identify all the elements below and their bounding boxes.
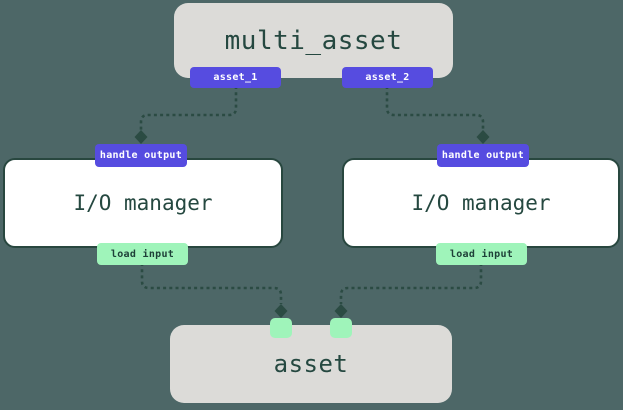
handle-output-badge-left-label: handle output: [99, 150, 183, 161]
edge-load-input-left-to-asset-port-left: [140, 263, 283, 304]
edge-load-input-right-to-asset-port-right: [339, 263, 483, 304]
node-io-manager-right-label: I/O manager: [411, 191, 551, 215]
arrowhead-diamond-left-bottom: [274, 304, 288, 318]
load-input-badge-right: load input: [436, 243, 527, 265]
load-input-badge-left: load input: [97, 243, 188, 265]
output-badge-asset-2: asset_2: [342, 67, 433, 88]
arrowhead-diamond-left-top: [134, 130, 148, 144]
output-badge-asset-2-label: asset_2: [365, 72, 410, 83]
load-input-badge-right-label: load input: [449, 248, 514, 260]
node-io-manager-right: I/O manager: [342, 158, 620, 248]
edge-asset1-to-handle-output-left: [139, 86, 238, 131]
load-input-badge-left-label: load input: [110, 248, 175, 260]
node-io-manager-left: I/O manager: [3, 158, 283, 248]
node-multi-asset-label: multi_asset: [224, 25, 403, 56]
arrowhead-diamond-right-top: [476, 130, 490, 144]
asset-input-port-right: [330, 318, 352, 338]
asset-input-port-left: [270, 318, 292, 338]
node-asset-label: asset: [273, 350, 349, 378]
arrowhead-diamond-right-bottom: [334, 304, 348, 318]
node-io-manager-left-label: I/O manager: [73, 191, 213, 215]
output-badge-asset-1-label: asset_1: [213, 72, 258, 83]
handle-output-badge-right-label: handle output: [441, 150, 525, 161]
output-badge-asset-1: asset_1: [190, 67, 281, 88]
handle-output-badge-right: handle output: [437, 144, 529, 167]
node-multi-asset: multi_asset: [174, 3, 453, 78]
node-asset: asset: [170, 325, 452, 403]
handle-output-badge-left: handle output: [95, 144, 187, 167]
edge-asset2-to-handle-output-right: [385, 86, 485, 131]
